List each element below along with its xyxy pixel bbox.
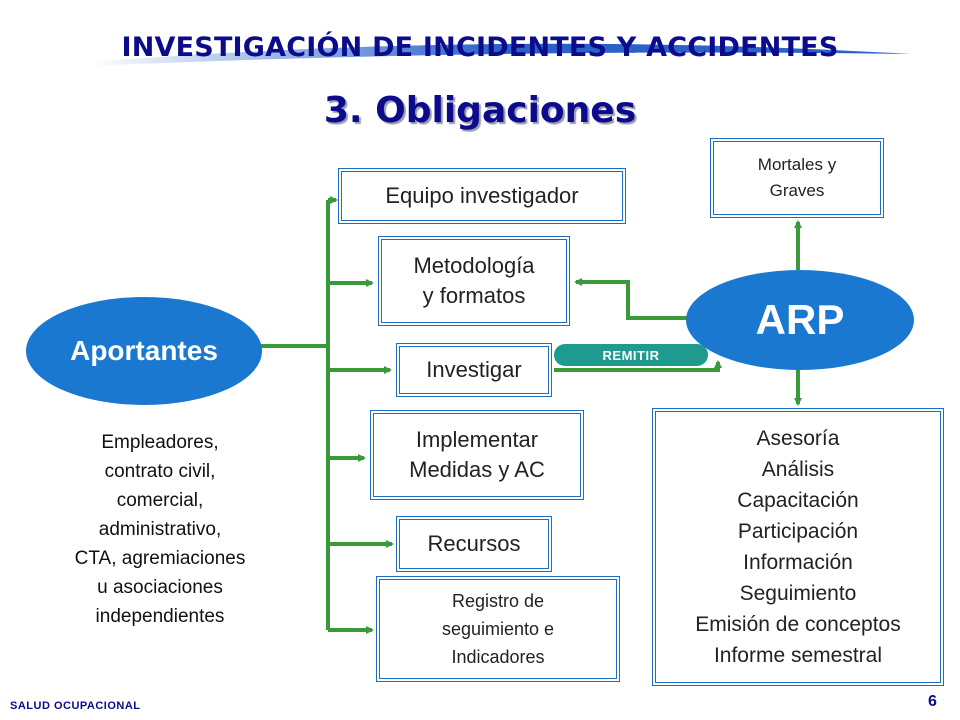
recursos-box: Recursos: [396, 516, 552, 572]
mortales-graves-box: Mortales y Graves: [710, 138, 884, 218]
registro-box: Registro de seguimiento e Indicadores: [376, 576, 620, 682]
investigar-box: Investigar: [396, 343, 552, 397]
section-subtitle: 3. Obligaciones: [323, 90, 637, 131]
employer-type: CTA, agremiaciones: [74, 548, 246, 569]
employer-type: u asociaciones: [97, 577, 223, 598]
aportantes-label: Aportantes: [70, 335, 218, 366]
implementar-line-1: Implementar: [415, 427, 539, 452]
investigar-label: Investigar: [426, 357, 522, 382]
equipo-investigador-box: Equipo investigador: [338, 168, 626, 224]
employer-type: contrato civil,: [104, 461, 216, 482]
asesoria-item: Participación: [737, 520, 859, 543]
registro-line-3: Indicadores: [451, 647, 545, 667]
footer-label: SALUD OCUPACIONAL: [10, 700, 141, 712]
asesoria-box: Asesoría Análisis Capacitación Participa…: [652, 408, 944, 686]
aportantes-node: Aportantes: [26, 297, 262, 405]
metodologia-box: Metodología y formatos: [378, 236, 570, 326]
arp-label: ARP: [755, 296, 845, 343]
metodologia-line-2: y formatos: [422, 283, 526, 308]
implementar-box: Implementar Medidas y AC: [370, 410, 584, 500]
employer-type: independientes: [95, 606, 225, 627]
asesoria-item: Asesoría: [756, 427, 840, 450]
employer-types-list: Empleadores, contrato civil, comercial, …: [40, 428, 280, 631]
asesoria-list: Asesoría Análisis Capacitación Participa…: [695, 423, 900, 671]
asesoria-item: Información: [743, 551, 853, 574]
equipo-label: Equipo investigador: [385, 183, 579, 208]
remitir-badge: REMITIR: [554, 344, 708, 366]
metodologia-line-1: Metodología: [413, 253, 535, 278]
asesoria-item: Seguimiento: [739, 582, 857, 605]
recursos-label: Recursos: [427, 531, 521, 556]
arp-node: ARP: [686, 270, 914, 370]
asesoria-item: Emisión de conceptos: [695, 613, 901, 636]
implementar-line-2: Medidas y AC: [409, 457, 545, 482]
remitir-label: REMITIR: [602, 347, 660, 363]
employer-type: comercial,: [116, 490, 204, 511]
asesoria-item: Informe semestral: [713, 644, 883, 667]
asesoria-item: Capacitación: [737, 489, 859, 512]
asesoria-item: Análisis: [761, 458, 835, 481]
registro-line-1: Registro de: [451, 591, 545, 611]
title-swoosh: [90, 43, 910, 66]
employer-type: Empleadores,: [101, 432, 219, 453]
registro-line-2: seguimiento e: [441, 619, 555, 639]
mortales-line-2: Graves: [769, 181, 825, 200]
page-number: 6: [928, 693, 937, 710]
employer-type: administrativo,: [98, 519, 222, 540]
mortales-line-1: Mortales y: [757, 155, 837, 174]
page-title: INVESTIGACIÓN DE INCIDENTES Y ACCIDENTES: [121, 32, 839, 63]
